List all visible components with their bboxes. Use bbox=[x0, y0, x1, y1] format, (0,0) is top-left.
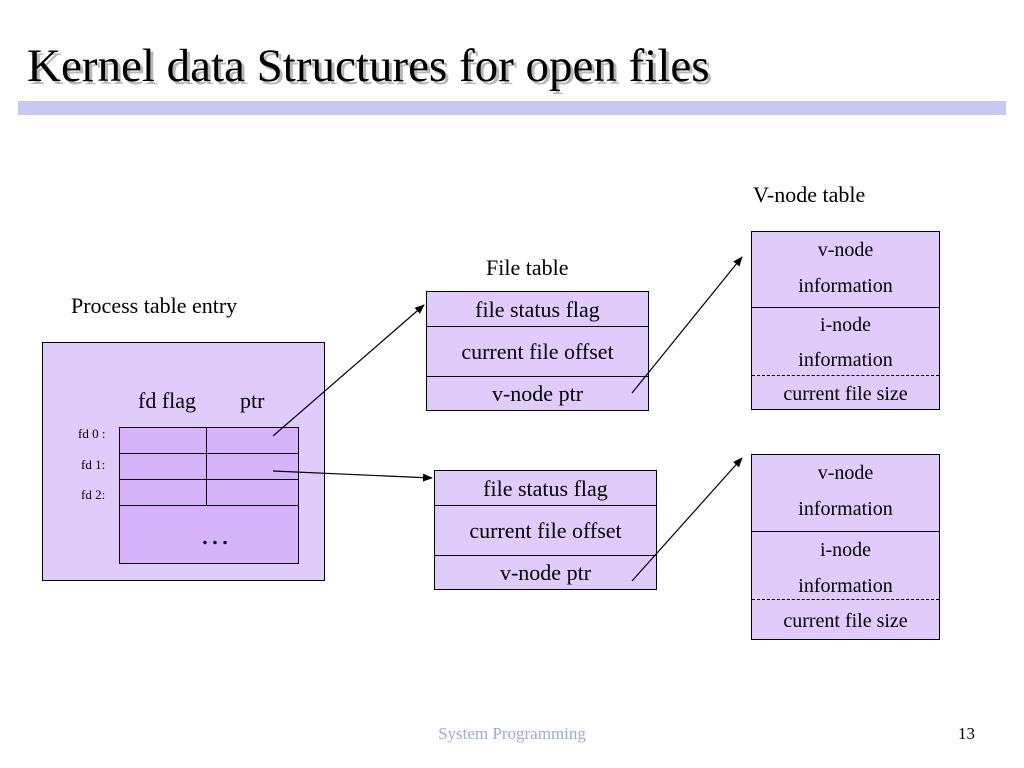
footer-text: System Programming bbox=[438, 724, 586, 743]
inode-info: i-node information bbox=[752, 532, 939, 600]
current-file-size: current file size bbox=[783, 610, 908, 632]
fd-2-ptr-cell bbox=[206, 479, 299, 506]
process-table-label: Process table entry bbox=[71, 293, 238, 318]
file-status-flag: file status flag bbox=[435, 471, 656, 506]
current-file-size: current file size bbox=[783, 383, 908, 405]
fd-1-flag-cell bbox=[119, 453, 207, 480]
ptr-header: ptr bbox=[240, 388, 265, 413]
vnode-info-line-2: information bbox=[798, 275, 893, 297]
vnode-info-line-1: v-node bbox=[817, 239, 874, 261]
vnode-table-label: V-node table bbox=[753, 182, 866, 207]
inode-info-line-2: information bbox=[798, 575, 893, 597]
inode-info-line-1: i-node bbox=[819, 314, 872, 336]
fd-flag-header: fd flag bbox=[138, 388, 197, 413]
vnode-ptr: v-node ptr bbox=[491, 381, 584, 406]
vnode-info-line-1: v-node bbox=[817, 462, 874, 484]
vnode-ptr: v-node ptr bbox=[499, 560, 592, 585]
file-status-flag: file status flag bbox=[427, 292, 648, 327]
current-file-offset: current file offset bbox=[435, 506, 656, 556]
title-rule bbox=[18, 101, 1006, 115]
file-table-entry-1: file status flag current file offset v-n… bbox=[426, 291, 649, 411]
fd-table-remainder bbox=[119, 505, 299, 564]
fd-0-label: fd 0 : bbox=[78, 426, 106, 441]
file-table-entry-2: file status flag current file offset v-n… bbox=[434, 470, 657, 590]
fd-ellipsis: … bbox=[200, 518, 230, 551]
slide-title-shadow: Kernel data Structures for open files bbox=[30, 43, 713, 95]
fd-2-flag-cell bbox=[119, 479, 207, 506]
fd-2-label: fd 2: bbox=[81, 487, 106, 502]
file-table-label: File table bbox=[486, 255, 569, 280]
vnode-table-entry-2: v-node information i-node information cu… bbox=[751, 454, 940, 640]
fd-1-label: fd 1: bbox=[81, 457, 106, 472]
inode-info-line-2: information bbox=[798, 349, 893, 371]
current-file-offset: current file offset bbox=[427, 327, 648, 377]
vnode-info-line-2: information bbox=[798, 498, 893, 520]
page-number: 13 bbox=[958, 724, 975, 743]
fd-0-ptr-cell bbox=[206, 427, 299, 454]
inode-info: i-node information bbox=[752, 308, 939, 376]
fd-1-ptr-cell bbox=[206, 453, 299, 480]
inode-info-line-1: i-node bbox=[819, 539, 872, 561]
vnode-info: v-node information bbox=[752, 455, 939, 532]
vnode-table-entry-1: v-node information i-node information cu… bbox=[751, 231, 940, 410]
vnode-info: v-node information bbox=[752, 232, 939, 308]
fd-0-flag-cell bbox=[119, 427, 207, 454]
slide-title: Kernel data Structures for open files bbox=[27, 40, 710, 92]
